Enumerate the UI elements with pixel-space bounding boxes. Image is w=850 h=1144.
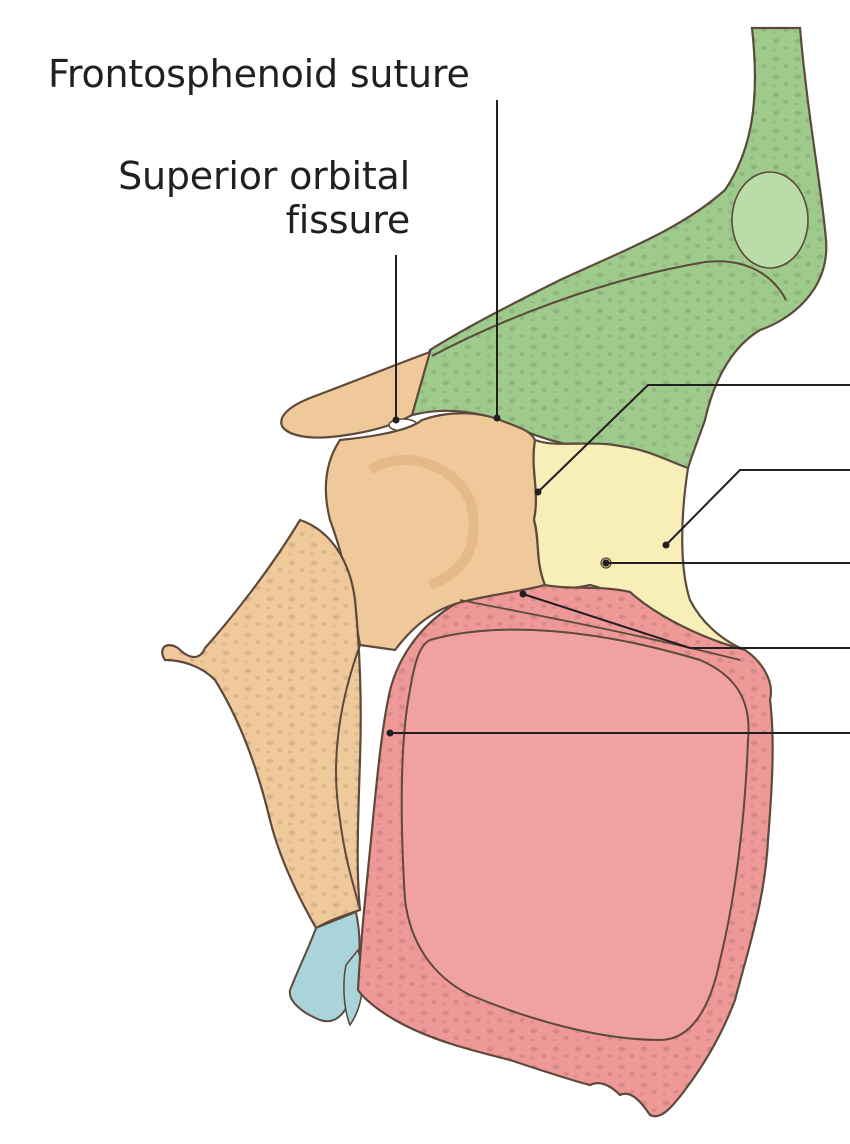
frontal-sinus — [731, 171, 809, 269]
leader-right-1 — [537, 384, 850, 493]
leader-lines — [386, 100, 850, 737]
label-superior-orbital-fissure: Superior orbital fissure — [92, 154, 410, 242]
pterygoid-process — [161, 518, 362, 930]
label-superior-orbital-fissure-line2: fissure — [285, 198, 411, 242]
frontal-bone — [410, 26, 828, 470]
leader-right-4 — [522, 593, 850, 649]
label-superior-orbital-fissure-line1: Superior orbital — [118, 154, 410, 198]
maxilla — [356, 583, 774, 1118]
lesser-wing-sphenoid — [280, 350, 432, 439]
maxillary-sinus — [400, 628, 750, 1042]
label-frontosphenoid-suture: Frontosphenoid suture — [48, 52, 470, 96]
palatine-bone — [288, 910, 364, 1027]
leader-right-2 — [665, 469, 850, 546]
